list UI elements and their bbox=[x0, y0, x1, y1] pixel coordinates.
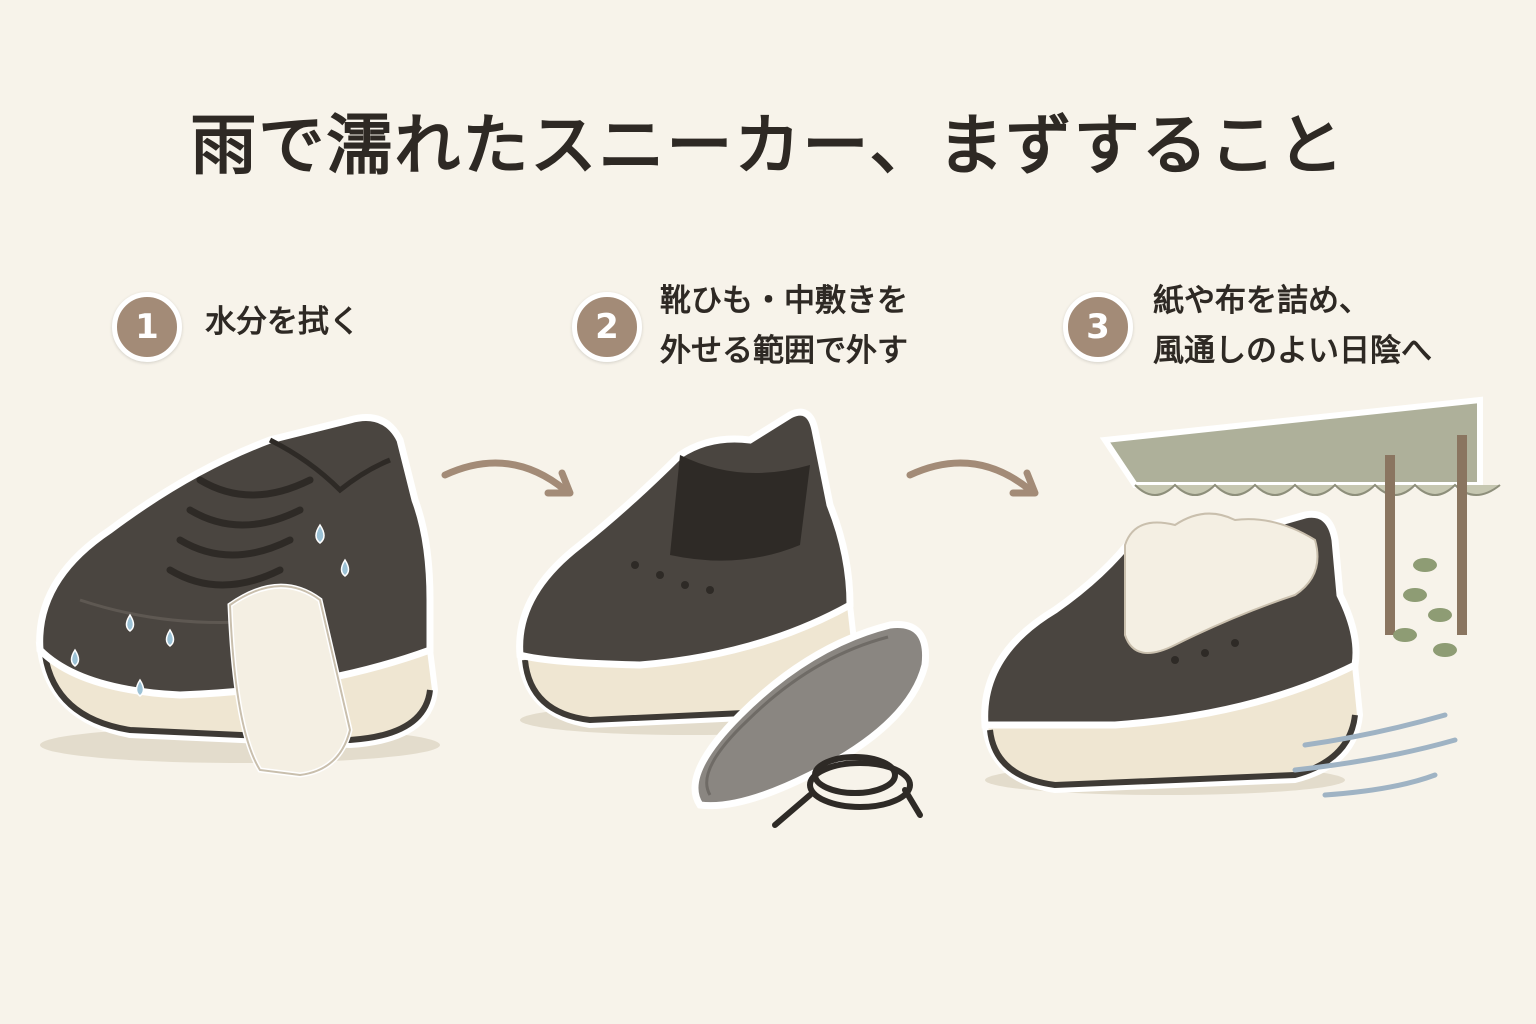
arrow-icon-2 bbox=[906, 459, 1039, 497]
step-3-line-1: 紙や布を詰め、 bbox=[1153, 283, 1370, 319]
step-1-line-1: 水分を拭く bbox=[205, 304, 360, 340]
step-3-label: 紙や布を詰め、 風通しのよい日陰へ bbox=[1153, 276, 1432, 376]
stuffed-sneaker-shade-illustration bbox=[981, 396, 1501, 798]
arrow-icon-1 bbox=[441, 459, 574, 497]
step-2-label: 靴ひも・中敷きを 外せる範囲で外す bbox=[660, 276, 908, 376]
step-3-badge: 3 bbox=[1063, 292, 1133, 362]
step-3-line-2: 風通しのよい日陰へ bbox=[1153, 333, 1432, 369]
step-2-badge: 2 bbox=[572, 292, 642, 362]
wet-sneaker-with-towel-illustration bbox=[35, 414, 440, 778]
sneaker-insole-laces-illustration bbox=[516, 408, 930, 828]
step-1-badge: 1 bbox=[112, 292, 182, 362]
step-2-line-2: 外せる範囲で外す bbox=[660, 333, 908, 369]
step-2-line-1: 靴ひも・中敷きを bbox=[660, 283, 908, 319]
page-title: 雨で濡れたスニーカー、まずすること bbox=[190, 106, 1346, 184]
step-1-label: 水分を拭く bbox=[205, 297, 360, 347]
